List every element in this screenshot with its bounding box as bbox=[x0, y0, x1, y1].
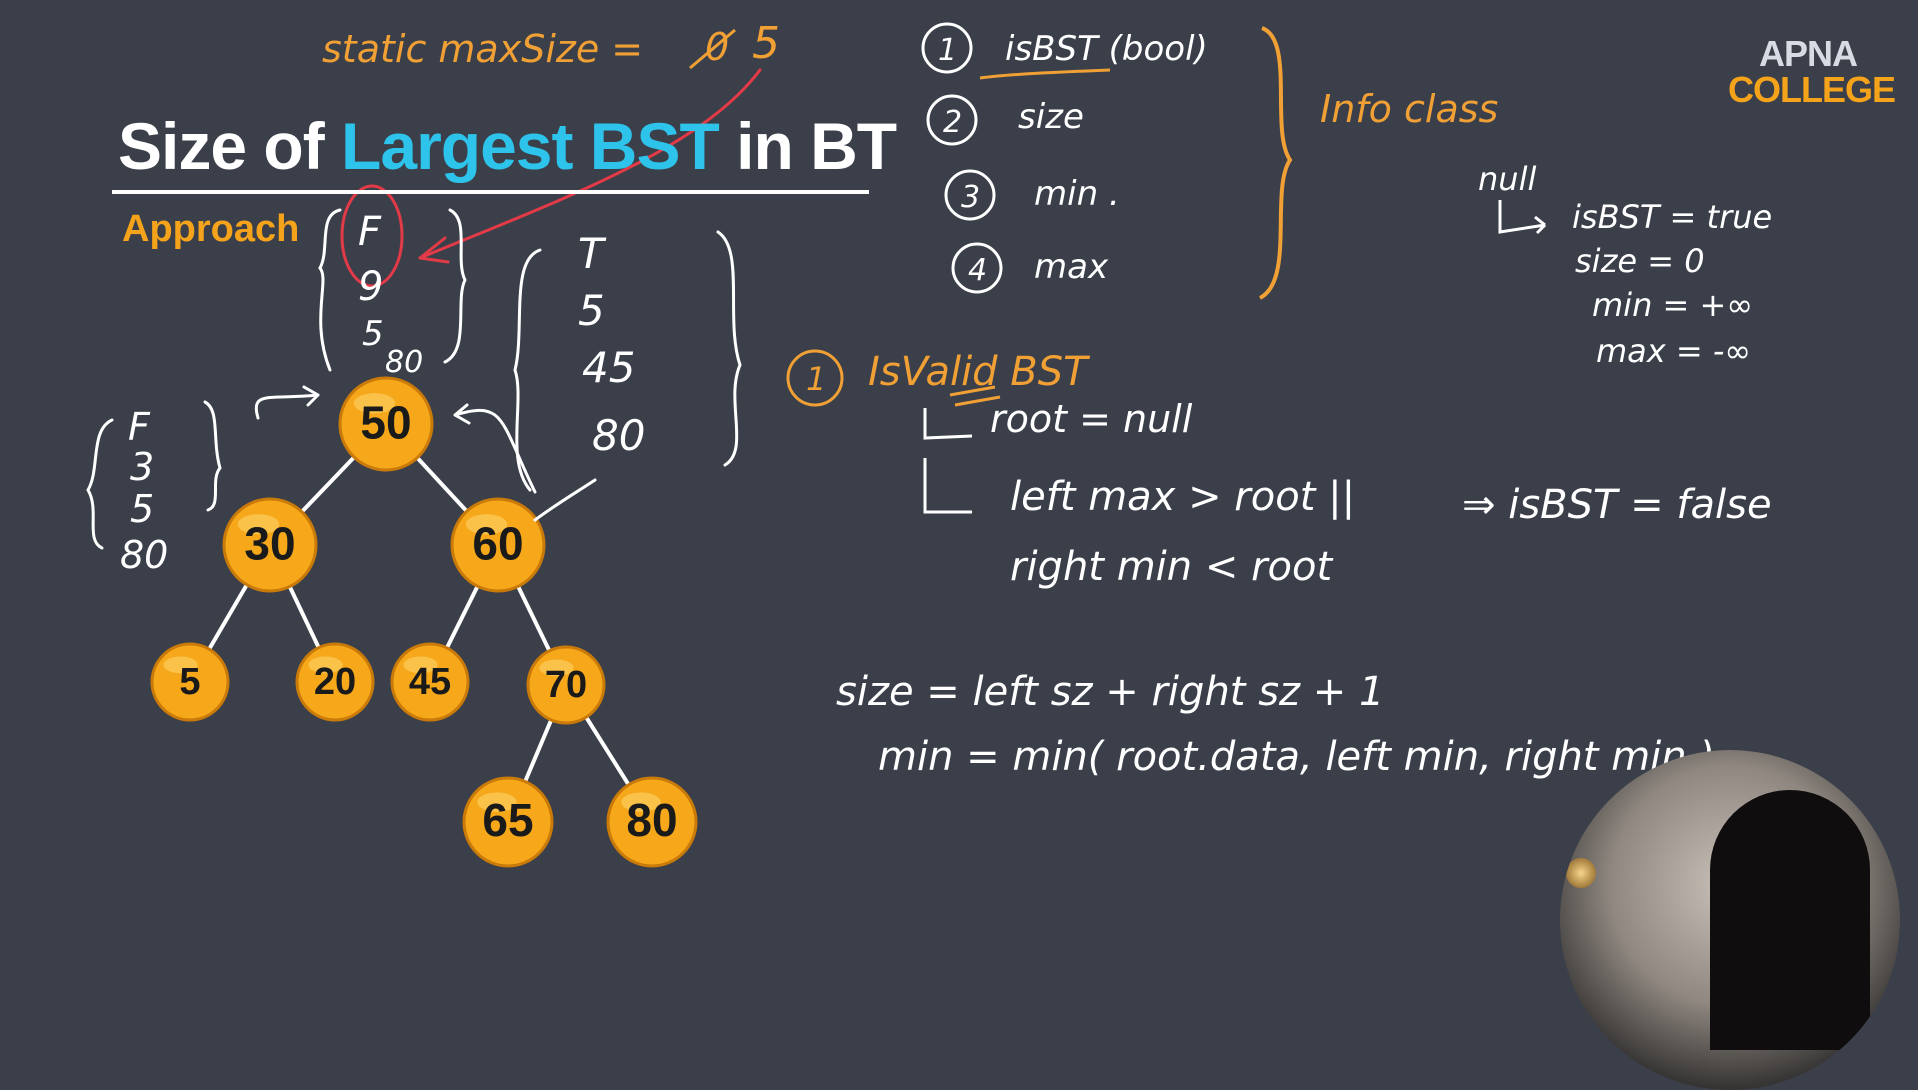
tree-node-highlight bbox=[353, 393, 396, 414]
right-info-max: 80 bbox=[592, 411, 645, 460]
presenter-webcam bbox=[1560, 750, 1900, 1090]
valid-bst-line3: right min < root bbox=[1010, 544, 1333, 590]
apna-college-logo: APNA COLLEGE bbox=[1728, 33, 1896, 110]
tree-node-50: 50 bbox=[338, 376, 434, 472]
info-item-4-text: max bbox=[1034, 247, 1109, 287]
left-info-max: 80 bbox=[120, 533, 168, 577]
tree-node-value: 60 bbox=[472, 518, 523, 570]
title-underline bbox=[112, 190, 869, 194]
right-info-column: T 5 45 80 bbox=[578, 229, 645, 460]
info-item-3-text: min . bbox=[1034, 174, 1120, 214]
left-info-isbst: F bbox=[128, 405, 151, 449]
root-info-max: 80 bbox=[385, 345, 423, 380]
tree-node-30: 30 bbox=[222, 497, 318, 593]
info-item-3-num: 3 bbox=[961, 180, 980, 215]
tree-node-70: 70 bbox=[526, 645, 606, 725]
tree-node-highlight bbox=[237, 514, 280, 535]
null-case: null isBST = true size = 0 min = +∞ max … bbox=[1478, 160, 1772, 370]
tree-node-highlight bbox=[465, 514, 508, 535]
null-min: min = +∞ bbox=[1592, 286, 1753, 324]
tree-node-highlight bbox=[308, 656, 343, 674]
approach-label: Approach bbox=[122, 208, 300, 250]
valid-bst-title: IsValid BST bbox=[868, 349, 1091, 395]
root-info-min: 5 bbox=[362, 314, 384, 354]
tree-node-20: 20 bbox=[295, 642, 375, 722]
tree-node-value: 20 bbox=[314, 661, 356, 703]
left-info-column: F 3 5 80 bbox=[120, 405, 168, 577]
info-item-1-text: isBST (bool) bbox=[1005, 29, 1208, 69]
info-class-list bbox=[921, 22, 1003, 294]
valid-bst-line1: root = null bbox=[990, 397, 1193, 441]
null-label: null bbox=[1478, 160, 1536, 198]
tree-node-value: 30 bbox=[244, 518, 295, 570]
left-info-min: 5 bbox=[130, 487, 154, 531]
min-formula: min = min( root.data, left min, right mi… bbox=[878, 734, 1715, 780]
tree-node-65: 65 bbox=[462, 776, 554, 868]
tree-node-highlight bbox=[539, 659, 574, 677]
tree-node-value: 50 bbox=[360, 397, 411, 449]
size-formula: size = left sz + right sz + 1 bbox=[836, 669, 1384, 715]
tree-node-highlight bbox=[477, 792, 517, 812]
right-info-isbst: T bbox=[578, 229, 607, 278]
right-info-min: 45 bbox=[582, 343, 635, 392]
tree-node-value: 65 bbox=[482, 794, 533, 846]
info-item-2-num: 2 bbox=[943, 105, 962, 140]
info-class-label: Info class bbox=[1320, 87, 1498, 131]
tree-node-highlight bbox=[163, 656, 198, 674]
lamp-glow bbox=[1566, 858, 1596, 888]
static-max-value: 5 bbox=[752, 18, 780, 69]
tree-node-80: 80 bbox=[606, 776, 698, 868]
logo-line-1: APNA bbox=[1758, 33, 1858, 74]
red-pointer-arrow bbox=[340, 68, 762, 288]
right-info-size: 5 bbox=[578, 286, 605, 335]
info-item-4-num: 4 bbox=[968, 253, 987, 288]
title-pre: Size of bbox=[118, 109, 342, 183]
valid-bst-num: 1 bbox=[806, 360, 826, 398]
title-post: in BT bbox=[718, 109, 897, 183]
tree-node-value: 80 bbox=[626, 794, 677, 846]
tree-node-value: 70 bbox=[545, 664, 587, 706]
tree-node-value: 5 bbox=[179, 661, 200, 703]
tree-node-value: 45 bbox=[409, 661, 451, 703]
brace-marks bbox=[86, 208, 742, 550]
slide-title: Size of Largest BST in BT bbox=[118, 108, 897, 184]
null-isbst: isBST = true bbox=[1572, 198, 1772, 236]
tree-node-45: 45 bbox=[390, 642, 470, 722]
tree-node-highlight bbox=[403, 656, 438, 674]
null-size: size = 0 bbox=[1575, 242, 1705, 280]
tree-edges bbox=[188, 422, 654, 824]
valid-bst-result: ⇒ isBST = false bbox=[1462, 482, 1772, 528]
tree-node-5: 5 bbox=[150, 642, 230, 722]
info-item-2-text: size bbox=[1018, 97, 1084, 137]
title-highlight: Largest BST bbox=[341, 109, 720, 183]
tree-nodes: 50 30 60 5 20 45 70 65 80 bbox=[150, 376, 698, 868]
tree-node-60: 60 bbox=[450, 497, 546, 593]
tree-node-highlight bbox=[621, 792, 661, 812]
static-max-size-note: static maxSize = 0 5 bbox=[322, 18, 780, 71]
presenter-silhouette bbox=[1710, 790, 1870, 1050]
null-max: max = -∞ bbox=[1596, 332, 1751, 370]
root-info-size: 9 bbox=[358, 264, 383, 310]
info-class-items: 1 isBST (bool) 2 size 3 min . 4 max bbox=[938, 29, 1208, 288]
static-max-label: static maxSize = bbox=[322, 27, 643, 71]
valid-bst-section: 1 IsValid BST root = null left max > roo… bbox=[786, 349, 1772, 590]
logo-line-2: COLLEGE bbox=[1728, 69, 1896, 110]
root-info-isbst: F bbox=[358, 209, 382, 255]
left-info-size: 3 bbox=[130, 445, 154, 489]
root-info-column: F 9 5 80 bbox=[358, 209, 423, 380]
valid-bst-line2: left max > root || bbox=[1010, 474, 1355, 520]
info-item-1-num: 1 bbox=[938, 33, 957, 68]
